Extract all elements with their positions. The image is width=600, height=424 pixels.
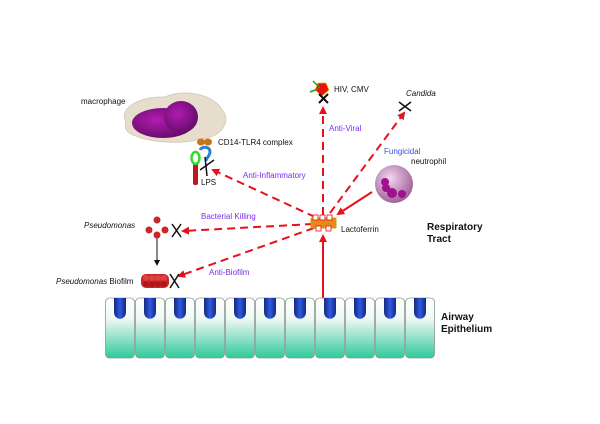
cd14-tlr4-label: CD14-TLR4 complex [218,138,293,147]
cell-nucleus [324,298,336,319]
epithelial-cell [405,297,435,359]
block-x-icon [171,223,182,238]
arrows [154,106,406,298]
block-x-icon [398,101,412,112]
pseudomonas-label: Pseudomonas [84,221,135,230]
cell-nucleus [294,298,306,319]
epithelial-cell [195,297,225,359]
lps: LPS [190,150,216,187]
neutrophil: neutrophil [375,157,446,203]
hiv-cmv-label: HIV, CMV [334,85,369,94]
cell-nucleus [114,298,126,319]
cell-nucleus [414,298,426,319]
candida: Candida [398,89,436,112]
lactoferrin: Lactoferrin [310,214,379,234]
neutrophil-label: neutrophil [411,157,446,166]
epithelial-cell [135,297,165,359]
fungicidal-label: Fungicidal [384,147,421,156]
lactoferrin-label: Lactoferrin [341,225,379,234]
epithelial-cell [315,297,345,359]
respiratory-tract-label-line2: Tract [427,234,452,245]
epithelial-cell [165,297,195,359]
cell-nucleus [384,298,396,319]
epithelial-cell [255,297,285,359]
candida-label: Candida [406,89,436,98]
epithelial-cell [105,297,135,359]
pseudomonas-biofilm: Pseudomonas Biofilm [56,273,180,289]
cell-nucleus [234,298,246,319]
cell-nucleus [174,298,186,319]
block-x-icon [199,156,215,177]
epithelial-cell [345,297,375,359]
hiv-cmv-virus: HIV, CMV [309,80,369,104]
arrow-neutrophil-to-lactoferrin [336,191,373,216]
cd14-tlr4-complex: CD14-TLR4 complex [197,138,293,162]
arrow-anti-inflammatory [211,168,316,218]
macrophage-label: macrophage [81,97,126,106]
airway-epithelium [105,297,435,359]
cell-nucleus [264,298,276,319]
arrow-bacterial-killing [181,223,314,235]
epithelial-cell [285,297,315,359]
bacterial-killing-label: Bacterial Killing [201,212,256,221]
macrophage: macrophage [81,92,227,143]
cell-nucleus [144,298,156,319]
arrow-anti-biofilm [177,227,315,278]
anti-biofilm-label: Anti-Biofilm [209,268,250,277]
anti-viral-label: Anti-Viral [329,124,362,133]
epithelial-cell [375,297,405,359]
epithelial-cell [225,297,255,359]
pseudomonas: Pseudomonas [84,216,182,239]
airway-epithelium-label-line1: Airway [441,312,474,323]
pseudomonas-biofilm-label: Pseudomonas Biofilm [56,277,134,286]
block-x-icon [169,273,180,289]
cell-nucleus [204,298,216,319]
block-x-icon [318,93,329,104]
lps-label: LPS [201,178,216,187]
arrow-fungicidal [329,111,406,214]
cell-nucleus [354,298,366,319]
airway-epithelium-label-line2: Epithelium [441,324,492,335]
respiratory-tract-label-line1: Respiratory [427,222,483,233]
anti-inflammatory-label: Anti-Inflammatory [243,171,306,180]
